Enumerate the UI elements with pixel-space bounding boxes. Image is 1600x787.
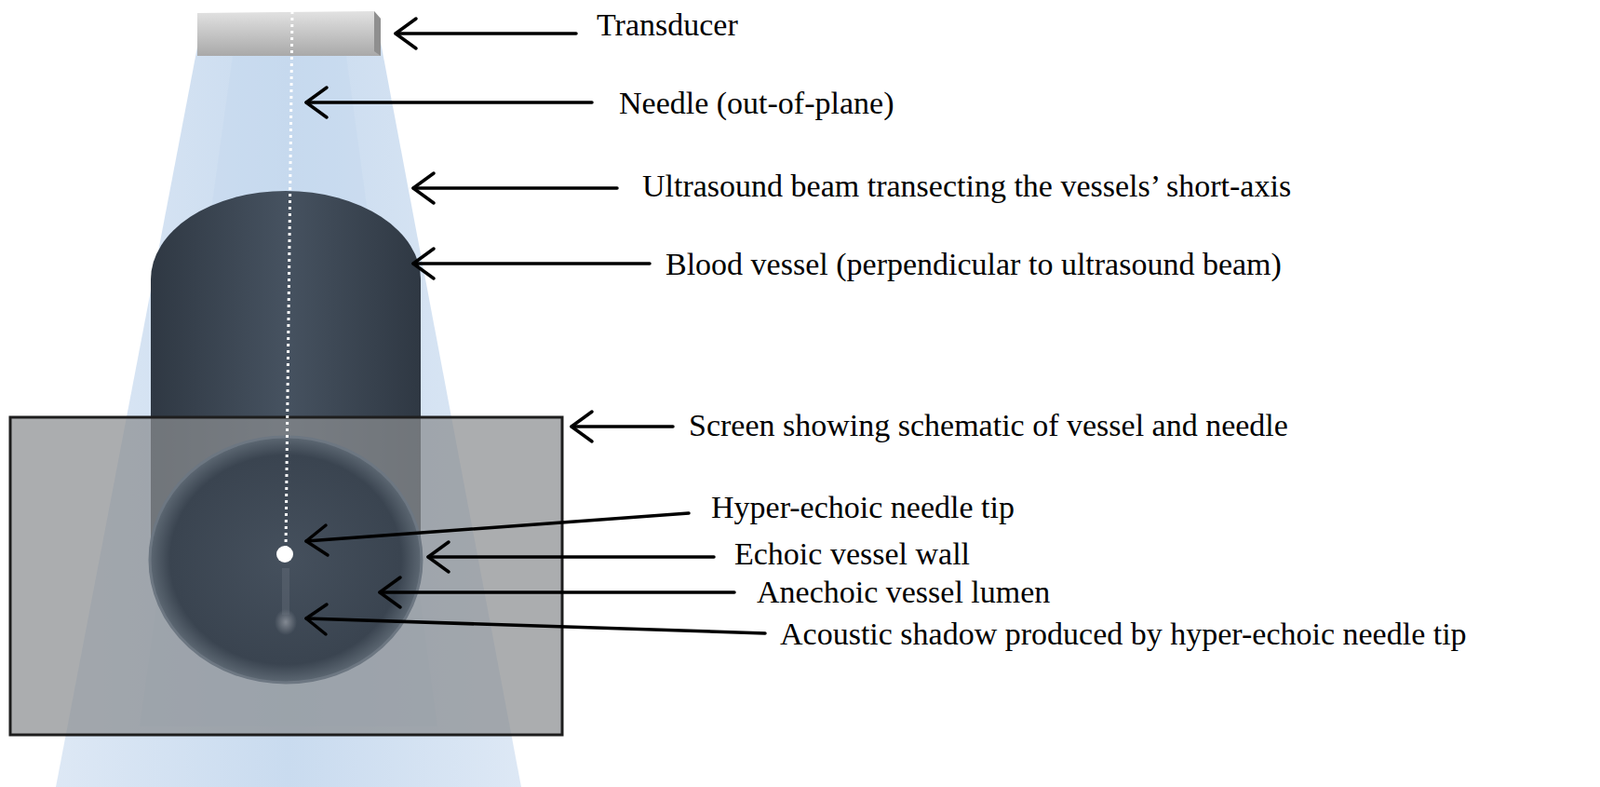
callout-label: Echoic vessel wall [734, 535, 970, 572]
callout-label: Screen showing schematic of vessel and n… [688, 406, 1289, 444]
arrowhead [306, 604, 327, 634]
leader-line [413, 186, 618, 190]
leader-line [306, 618, 766, 633]
arrowhead [379, 577, 401, 607]
callout-label: Hyper-echoic needle tip [711, 488, 1015, 525]
transducer-side [374, 11, 381, 56]
leader-line [395, 31, 577, 36]
screen [10, 416, 563, 735]
callout-label: Anechoic vessel lumen [756, 573, 1050, 610]
needle [285, 11, 293, 550]
arrowhead [413, 173, 434, 203]
transducer [197, 11, 381, 56]
leader-line [379, 590, 735, 594]
callout-label: Blood vessel (perpendicular to ultrasoun… [665, 245, 1282, 283]
callout-label: Ultrasound beam transecting the vessels’… [642, 167, 1291, 204]
shadow-trail [282, 567, 290, 615]
leader-line [571, 424, 673, 429]
callout-label: Needle (out-of-plane) [618, 84, 894, 122]
arrowhead [306, 524, 328, 555]
arrowhead [413, 248, 434, 279]
arrowhead [571, 411, 592, 442]
leader-line [306, 100, 592, 105]
arrowhead [306, 87, 327, 118]
leader-line [413, 261, 650, 266]
leader-line [306, 512, 689, 541]
arrowhead [428, 541, 449, 572]
leader-line [428, 554, 714, 559]
vessel-cross-section [149, 436, 422, 683]
arrowhead [395, 18, 417, 49]
needle-tip [276, 545, 294, 563]
callout-label: Transducer [596, 6, 739, 43]
callout-label: Acoustic shadow produced by hyper-echoic… [779, 615, 1467, 652]
